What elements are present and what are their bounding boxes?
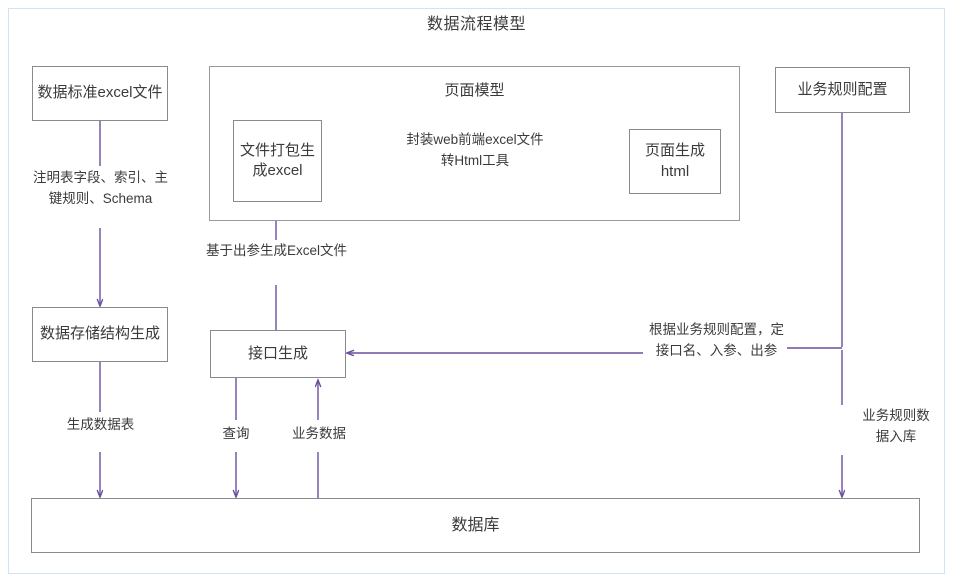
- edge-label-rule-based-api: 根据业务规则配置，定接口名、入参、出参: [649, 322, 784, 358]
- node-file-package-excel[interactable]: 文件打包生成excel: [233, 120, 322, 202]
- node-page-generate-html-label: 页面生成html: [644, 142, 705, 180]
- edge-label-generate-table: 生成数据表: [66, 417, 135, 432]
- node-data-storage-struct[interactable]: 数据存储结构生成: [32, 307, 168, 362]
- node-database[interactable]: 数据库: [31, 498, 920, 553]
- page-title: 数据流程模型: [426, 16, 526, 33]
- node-business-rule-config[interactable]: 业务规则配置: [775, 67, 910, 113]
- edge-label-schema-note: 注明表字段、索引、主键规则、Schema: [33, 170, 168, 206]
- node-data-standard-excel[interactable]: 数据标准excel文件: [32, 66, 168, 121]
- node-file-package-excel-label: 文件打包生成excel: [239, 141, 315, 179]
- edge-label-excel-from-output: 基于出参生成Excel文件: [206, 243, 348, 258]
- edge-label-web-front-tool: 封装web前端excel文件转Html工具: [406, 132, 544, 168]
- node-interface-generate-label: 接口生成: [247, 344, 308, 362]
- node-business-rule-config-label: 业务规则配置: [797, 80, 888, 98]
- edge-label-query: 查询: [222, 426, 250, 441]
- node-data-standard-excel-label: 数据标准excel文件: [37, 84, 163, 102]
- edge-label-business-data: 业务数据: [292, 426, 346, 441]
- node-data-storage-struct-label: 数据存储结构生成: [39, 325, 160, 343]
- node-database-label: 数据库: [451, 516, 500, 534]
- node-page-generate-html[interactable]: 页面生成html: [629, 129, 721, 194]
- edge-label-rule-data-into-db: 业务规则数据入库: [862, 408, 930, 444]
- diagram-outer-frame: [8, 8, 945, 574]
- panel-page-model-title: 页面模型: [444, 82, 505, 99]
- node-interface-generate[interactable]: 接口生成: [210, 330, 346, 378]
